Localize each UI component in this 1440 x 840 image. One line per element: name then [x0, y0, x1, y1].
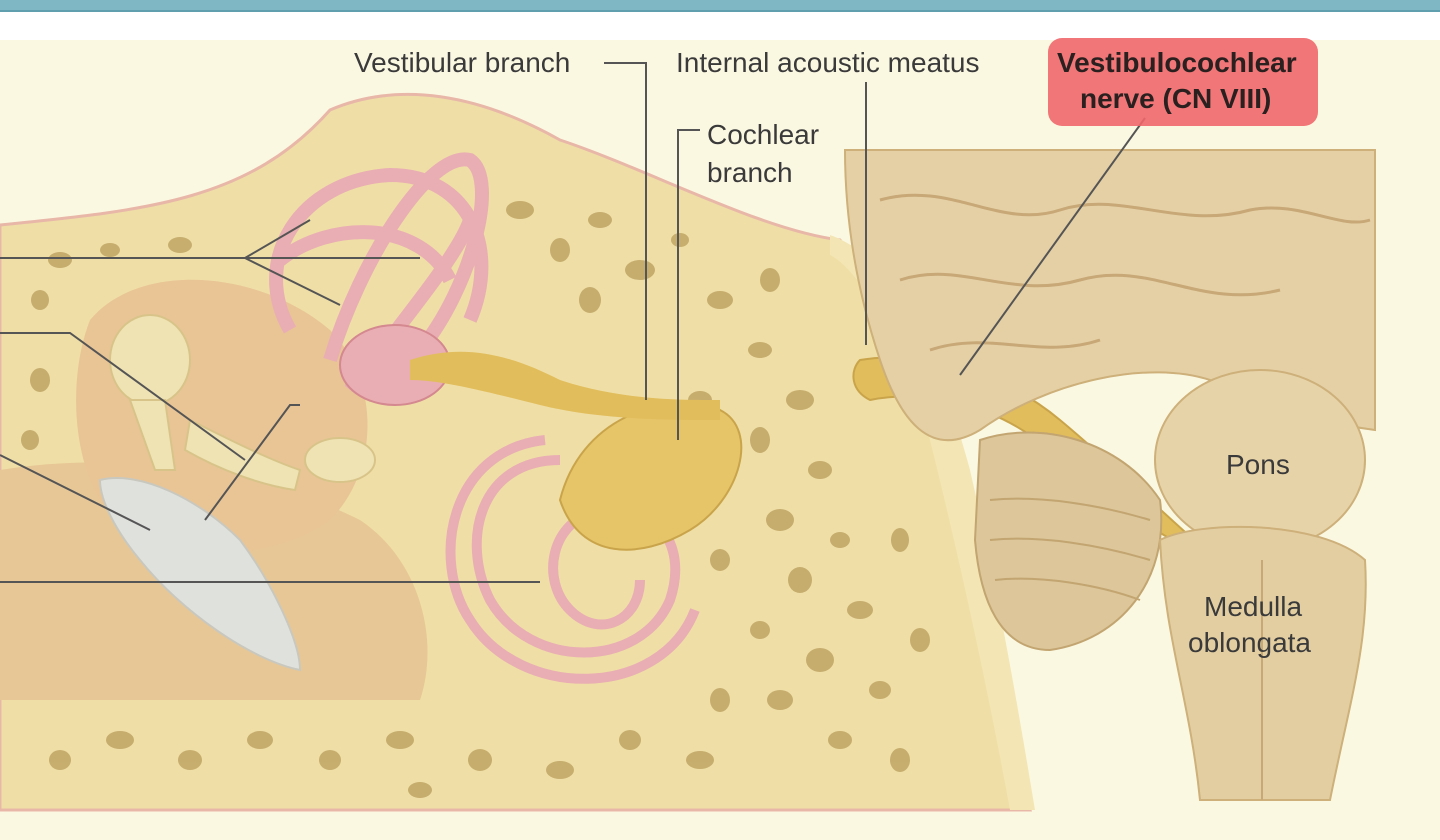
vestibular-branch-nerve	[410, 351, 720, 420]
bone-rim	[830, 235, 1035, 810]
tympanic-membrane	[98, 477, 302, 672]
label-cochlear-branch-line2: branch	[707, 157, 793, 188]
label-pons: Pons	[1226, 449, 1290, 480]
cn8-highlight	[1048, 38, 1318, 126]
label-cn8-line2: nerve (CN VIII)	[1080, 83, 1272, 114]
label-internal-acoustic-meatus: Internal acoustic meatus	[676, 47, 980, 78]
brain-illustration	[843, 149, 1376, 801]
label-cn8-line1: Vestibulocochlear	[1057, 47, 1297, 78]
label-medulla-line2: oblongata	[1188, 627, 1312, 658]
bone-pores	[21, 201, 930, 798]
ossicles	[109, 314, 376, 492]
leader-lines	[0, 62, 1146, 583]
cochlear-branch-nerve	[558, 403, 743, 551]
cochlea	[445, 435, 700, 684]
label-vestibular-branch: Vestibular branch	[354, 47, 571, 78]
top-bar	[0, 0, 1440, 12]
label-medulla-line1: Medulla	[1204, 591, 1303, 622]
top-gap	[0, 12, 1440, 40]
label-cochlear-branch-line1: Cochlear	[707, 119, 820, 150]
